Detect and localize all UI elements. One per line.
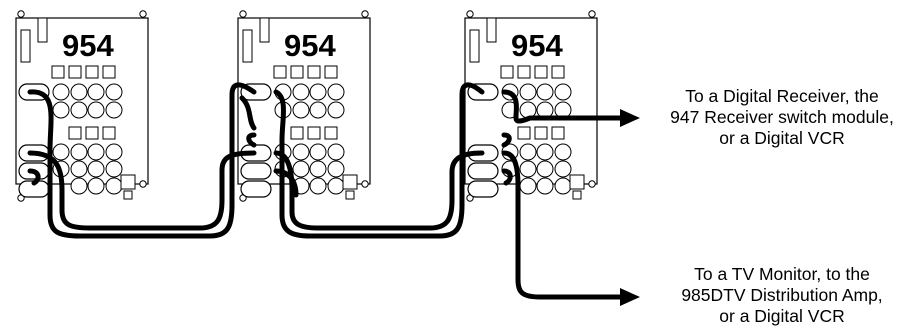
module-2: 954 — [237, 10, 371, 202]
cable-3 — [239, 95, 257, 131]
destination-1-line-3: or a Digital VCR — [719, 128, 845, 148]
cable-group — [27, 82, 623, 300]
destination-2-line-3: or a Digital VCR — [719, 306, 845, 326]
cable-7 — [501, 132, 512, 148]
module-3: 954 — [464, 10, 598, 202]
module-1-label: 954 — [62, 28, 114, 63]
cable-out-2 — [501, 150, 623, 300]
cable-10 — [27, 168, 41, 186]
destination-2-line-1: To a TV Monitor, to the — [694, 264, 870, 284]
destination-1-line-1: To a Digital Receiver, the — [685, 86, 879, 106]
destination-note-1: To a Digital Receiver, the 947 Receiver … — [656, 86, 908, 149]
arrow-1-head — [620, 109, 640, 127]
destination-note-2: To a TV Monitor, to the 985DTV Distribut… — [656, 264, 908, 327]
cable-9 — [246, 132, 257, 148]
cable-8 — [501, 168, 513, 186]
cable-4 — [273, 82, 485, 239]
cable-2 — [27, 150, 257, 231]
destination-1-line-2: 947 Receiver switch module, — [670, 107, 894, 127]
module-1: 954 — [15, 10, 149, 202]
arrow-2-head — [620, 288, 640, 306]
cable-1 — [27, 82, 257, 239]
cable-6 — [273, 168, 299, 198]
cable-out-1 — [501, 89, 623, 124]
destination-2-line-2: 985DTV Distribution Amp, — [681, 285, 883, 305]
module-2-label: 954 — [284, 28, 336, 63]
module-3-label: 954 — [511, 28, 563, 63]
